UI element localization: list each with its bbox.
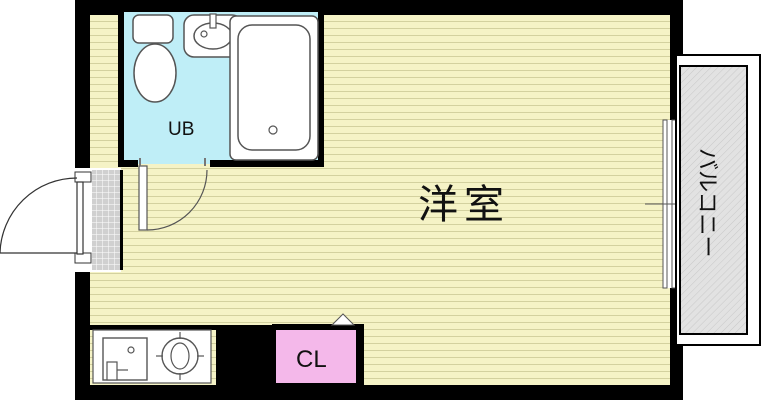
entrance-door: [0, 171, 92, 264]
balcony: [675, 54, 761, 346]
bath-bottom-wall-right: [210, 160, 324, 167]
stove-icon: [156, 332, 204, 380]
bath-door-swing: [138, 158, 208, 231]
kitchen-wall-top: [90, 325, 218, 330]
unit-bath-label: UB: [168, 119, 194, 140]
closet-label: CL: [296, 346, 327, 373]
wall-column: [216, 325, 274, 385]
bath-left-wall: [118, 12, 124, 167]
toilet-icon: [132, 14, 177, 103]
western-room-label: 洋室: [418, 182, 510, 228]
closet-door-marker: [330, 313, 356, 326]
balcony-label: バルコニー: [694, 148, 719, 258]
sink-icon: [102, 337, 148, 381]
closet-area: [276, 330, 356, 383]
entry-step-line: [120, 170, 123, 270]
bath-bottom-wall-left: [118, 160, 138, 167]
entry-tile-floor: [92, 170, 120, 270]
bath-right-wall: [318, 12, 324, 167]
bathtub-icon: [229, 15, 319, 161]
